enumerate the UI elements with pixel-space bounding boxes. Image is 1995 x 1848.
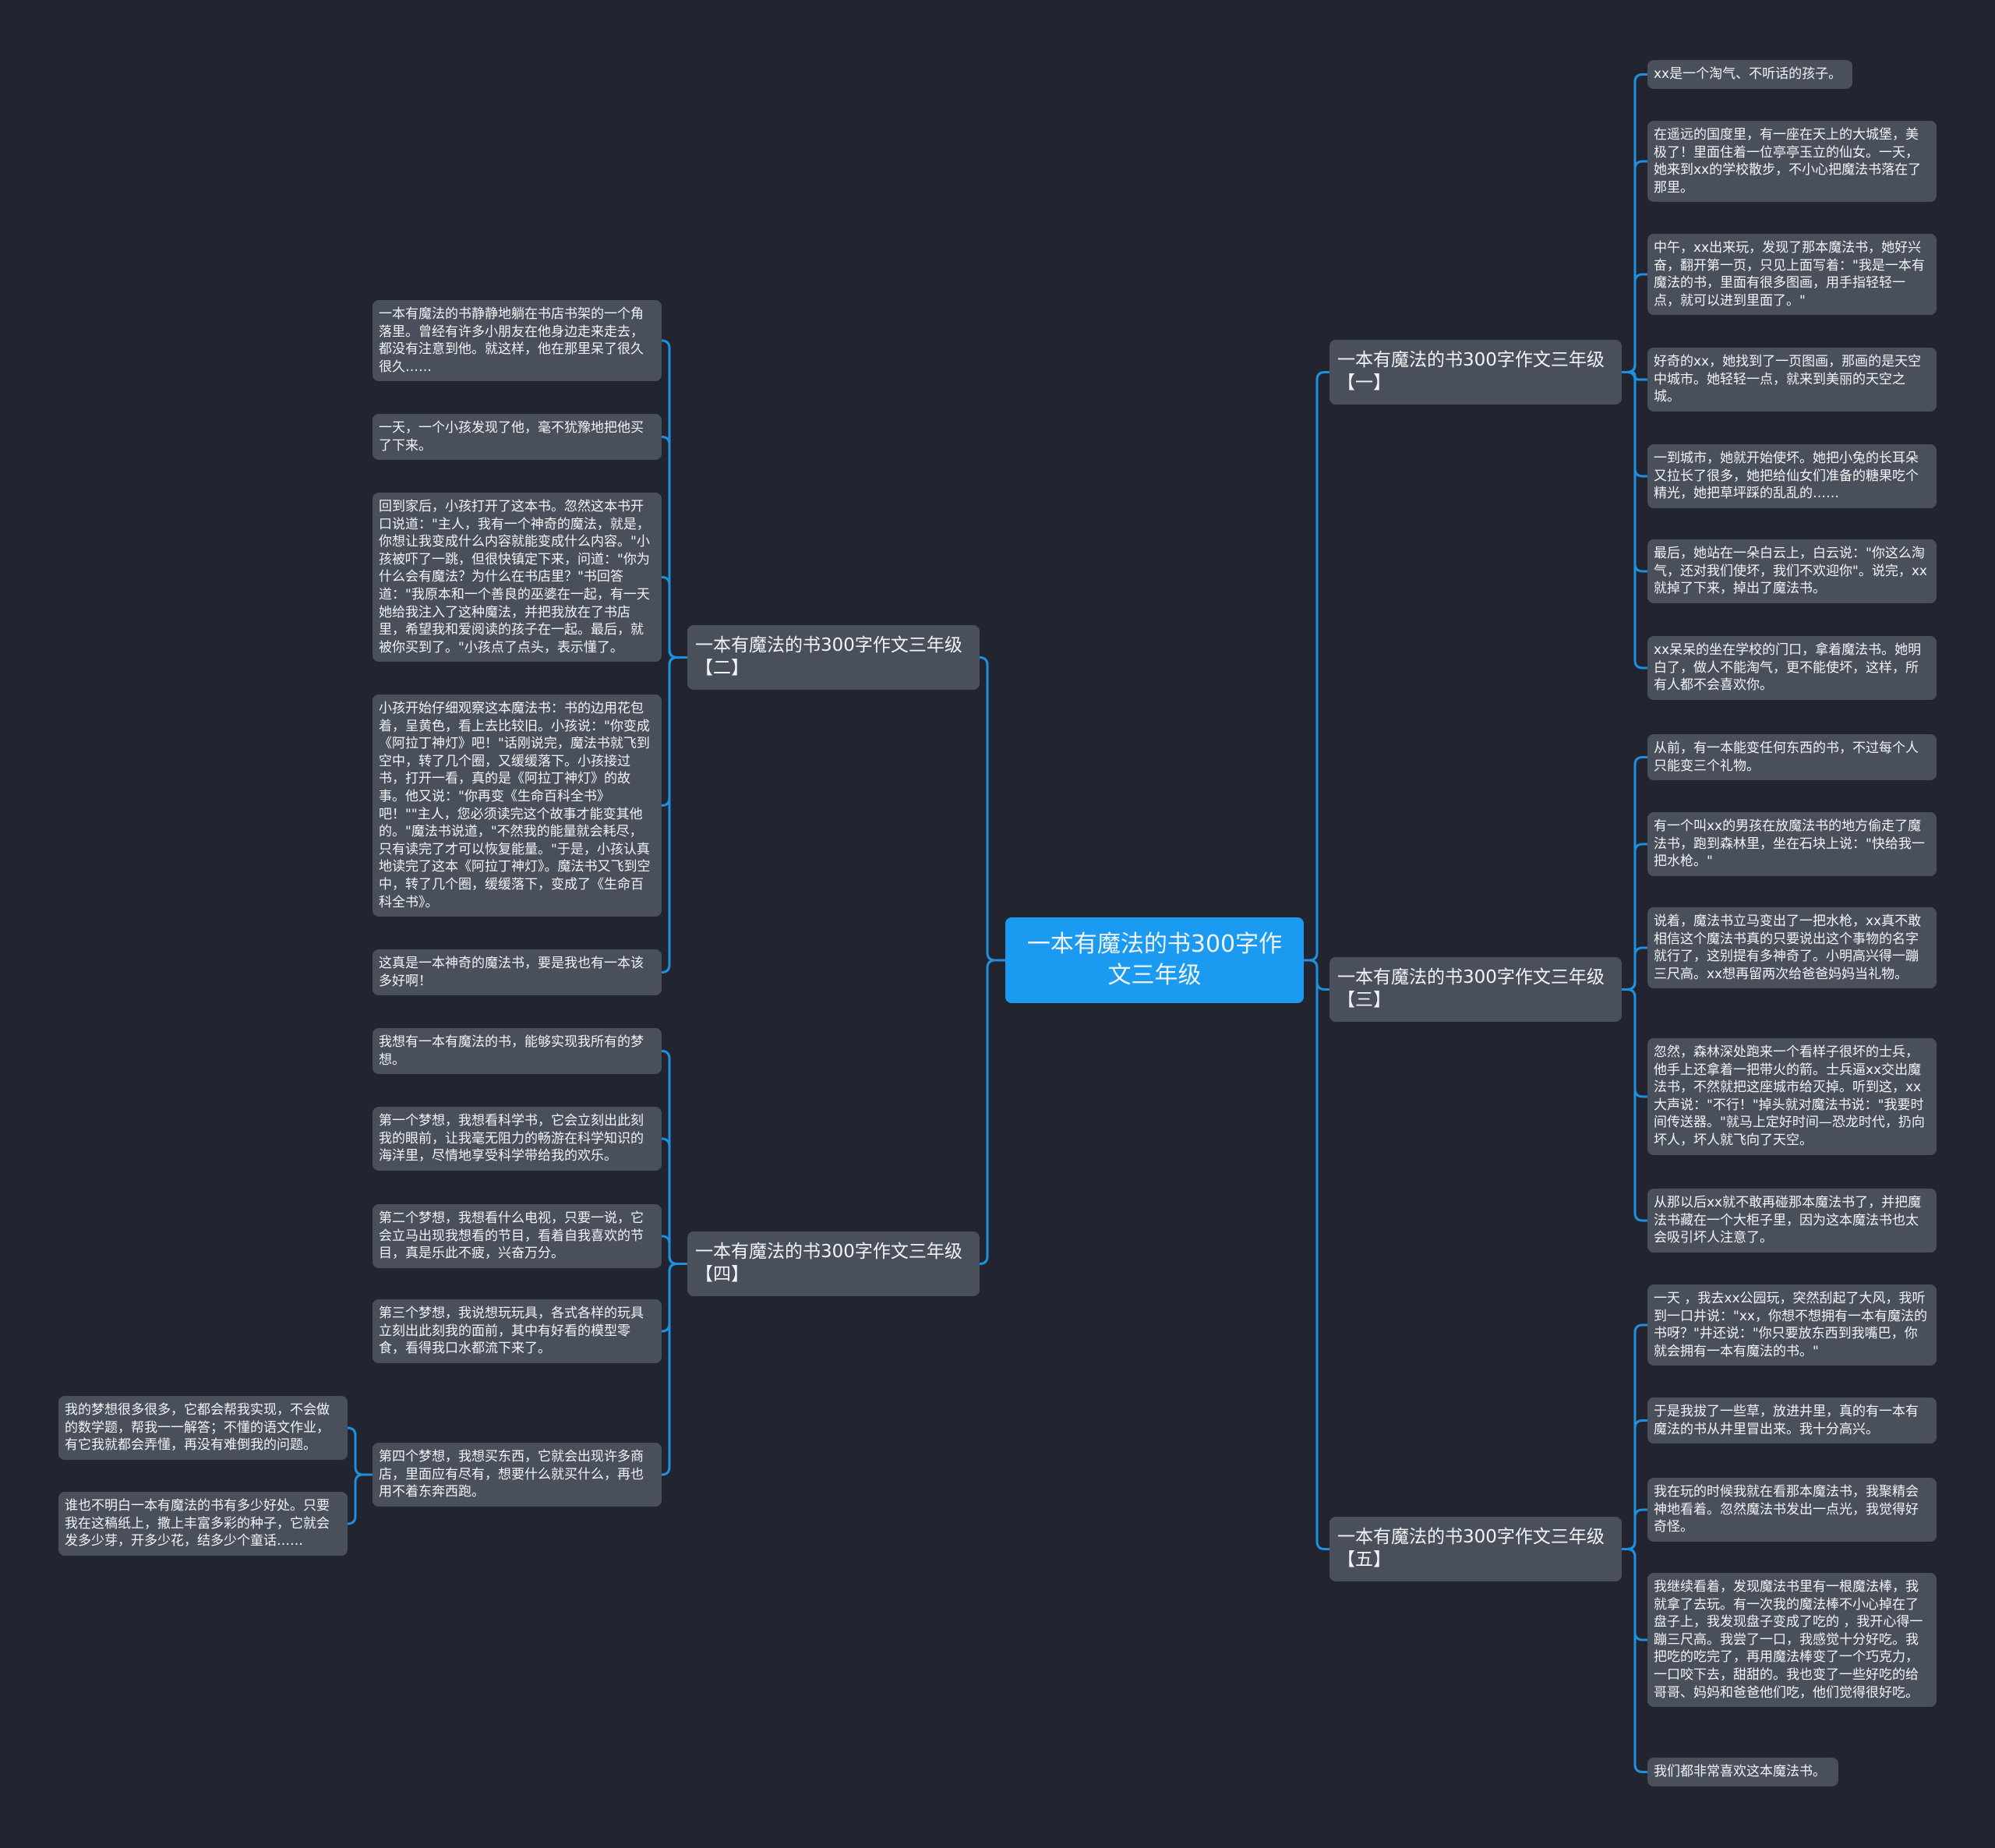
leaf-node[interactable]: 我在玩的时候我就在看那本魔法书，我聚精会神地看着。忽然魔法书发出一点光，我觉得好… [1647,1478,1937,1542]
connector-line [661,1235,687,1265]
connector-line [1622,371,1647,670]
branch-5[interactable]: 一本有魔法的书300字作文三年级【五】 [1329,1517,1622,1581]
branch-1[interactable]: 一本有魔法的书300字作文三年级【一】 [1329,340,1622,405]
leaf-node[interactable]: 小孩开始仔细观察这本魔法书：书的边用花包着，呈黄色，看上去比较旧。小孩说："你变… [373,694,662,917]
leaf-node[interactable]: 我的梦想很多很多，它都会帮我实现，不会做的数学题，帮我一一解答；不懂的语文作业，… [58,1396,348,1460]
connector-line [661,436,687,659]
leaf-node[interactable]: 我们都非常喜欢这本魔法书。 [1647,1758,1838,1786]
leaf-node[interactable]: xx是一个淘气、不听话的孩子。 [1647,60,1852,89]
leaf-node[interactable]: 谁也不明白一本有魔法的书有多少好处。只要我在这稿纸上，撒上丰富多彩的种子，它就会… [58,1492,348,1556]
leaf-node[interactable]: 这真是一本神奇的魔法书，要是我也有一本该多好啊！ [373,949,662,996]
connector-line [661,1137,687,1265]
leaf-node[interactable]: 从那以后xx就不敢再碰那本魔法书了，并把魔法书藏在一个大柜子里，因为这本魔法书也… [1647,1189,1937,1253]
connector-line [1304,959,1329,1550]
connector-line [661,656,687,973]
connector-line [1304,371,1329,962]
leaf-node[interactable]: 一天 ，我去xx公园玩，突然刮起了大风，我听到一口井说："xx，你想不想拥有一本… [1647,1284,1937,1366]
leaf-node[interactable]: 第一个梦想，我想看科学书，它会立刻出此刻我的眼前，让我毫无阻力的畅游在科学知识的… [373,1107,662,1171]
connector-line [661,1263,687,1333]
leaf-node[interactable]: 一本有魔法的书静静地躺在书店书架的一个角落里。曾经有许多小朋友在他身边走来走去，… [373,300,662,382]
connector-line [661,576,687,659]
connector-line [979,959,1005,1265]
connector-line [1622,1508,1647,1550]
connector-line [661,656,687,807]
branch-3[interactable]: 一本有魔法的书300字作文三年级【三】 [1329,957,1622,1022]
leaf-node[interactable]: 中午，xx出来玩，发现了那本魔法书，她好兴奋，翻开第一页，只见上面写着："我是一… [1647,234,1937,316]
connector-line [661,1050,687,1265]
connector-line [661,1263,687,1476]
connector-line [1622,1548,1647,1773]
leaf-node[interactable]: 第四个梦想，我想买东西，它就会出现许多商店，里面应有尽有，想要什么就买什么，再也… [373,1443,662,1507]
leaf-node[interactable]: xx呆呆的坐在学校的门口，拿着魔法书。她明白了，做人不能淘气，更不能使坏，这样，… [1647,636,1937,700]
leaf-node[interactable]: 从前，有一本能变任何东西的书，不过每个人只能变三个礼物。 [1647,734,1937,781]
root-topic[interactable]: 一本有魔法的书300字作文三年级 [1005,917,1304,1003]
leaf-node[interactable]: 忽然，森林深处跑来一个看样子很坏的士兵，他手上还拿着一把带火的箭。士兵逼xx交出… [1647,1038,1937,1155]
leaf-node[interactable]: 于是我拔了一些草，放进井里，真的有一本有魔法的书从井里冒出来。我十分高兴。 [1647,1397,1937,1444]
connector-line [347,1473,373,1525]
leaf-node[interactable]: 一天，一个小孩发现了他，毫不犹豫地把他买了下来。 [373,414,662,461]
branch-2[interactable]: 一本有魔法的书300字作文三年级【二】 [687,625,980,690]
leaf-node[interactable]: 有一个叫xx的男孩在放魔法书的地方偷走了魔法书，跑到森林里，坐在石块上说："快给… [1647,812,1937,876]
leaf-node[interactable]: 我想有一本有魔法的书，能够实现我所有的梦想。 [373,1028,662,1075]
leaf-node[interactable]: 第二个梦想，我想看什么电视，只要一说，它会立马出现我想看的节目，看着自我喜欢的节… [373,1204,662,1268]
leaf-node[interactable]: 好奇的xx，她找到了一页图画，那画的是天空中城市。她轻轻一点，就来到美丽的天空之… [1647,348,1937,412]
branch-4[interactable]: 一本有魔法的书300字作文三年级【四】 [687,1231,980,1296]
connector-line [1622,273,1647,373]
connector-line [661,339,687,659]
leaf-node[interactable]: 一到城市，她就开始使坏。她把小兔的长耳朵又拉长了很多，她把给仙女们准备的糖果吃个… [1647,444,1937,508]
root-title: 一本有魔法的书300字作文三年级 [1026,931,1283,989]
connector-line [347,1426,373,1476]
leaf-node[interactable]: 回到家后，小孩打开了这本书。忽然这本书开口说道："主人，我有一个神奇的魔法，就是… [373,493,662,663]
leaf-node[interactable]: 第三个梦想，我说想玩玩具，各式各样的玩具立刻出此刻我的面前，其中有好看的模型零食… [373,1299,662,1363]
connector-line [1622,988,1647,1222]
leaf-node[interactable]: 最后，她站在一朵白云上，白云说："你这么淘气，还对我们使坏，我们不欢迎你"。说完… [1647,539,1937,603]
leaf-node[interactable]: 说着，魔法书立马变出了一把水枪，xx真不敢相信这个魔法书真的只要说出这个事物的名… [1647,907,1937,989]
connector-line [979,656,1005,962]
connector-line [1622,946,1647,991]
leaf-node[interactable]: 我继续看着，发现魔法书里有一根魔法棒，我就拿了去玩。有一次我的魔法棒不小心掉在了… [1647,1573,1937,1708]
leaf-node[interactable]: 在遥远的国度里，有一座在天上的大城堡，美极了！里面住着一位亭亭玉立的仙女。一天，… [1647,121,1937,203]
